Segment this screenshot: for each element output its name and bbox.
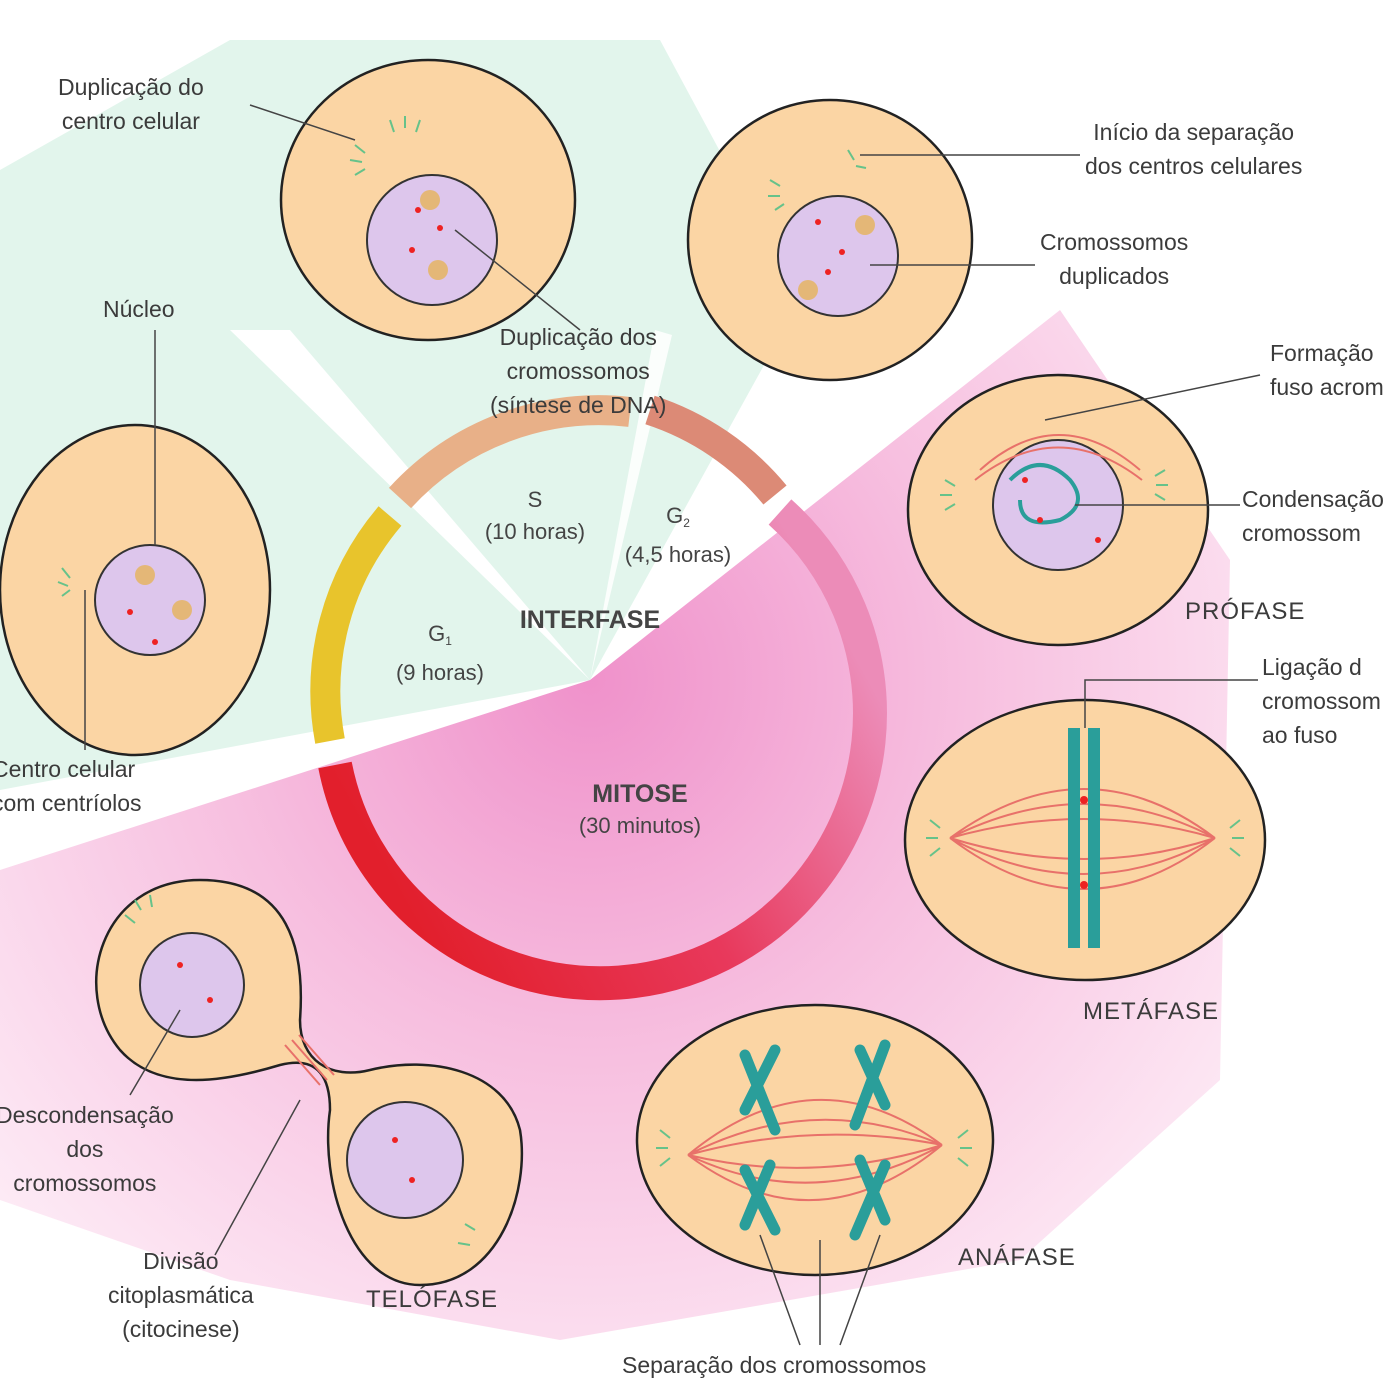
telophase-cell bbox=[95, 878, 524, 1287]
g1-cell bbox=[0, 423, 272, 757]
g1-label: G1 (9 horas) bbox=[395, 621, 485, 685]
mitosis-label: MITOSE (30 minutos) bbox=[578, 780, 702, 838]
s-arc bbox=[388, 395, 632, 509]
metaphase-cell bbox=[903, 698, 1267, 982]
phase-metaphase: METÁFASE bbox=[1083, 998, 1220, 1025]
s-label: S (10 horas) bbox=[484, 487, 586, 544]
g2-cell bbox=[686, 98, 974, 382]
g2-arc bbox=[645, 395, 787, 505]
phase-prophase: PRÓFASE bbox=[1185, 598, 1306, 625]
g2-label: G2 (4,5 horas) bbox=[624, 503, 732, 567]
leader-lines bbox=[84, 104, 1261, 1346]
mitosis-arc bbox=[318, 499, 887, 1001]
interphase-label: INTERFASE bbox=[519, 606, 661, 634]
phase-anaphase: ANÁFASE bbox=[958, 1244, 1076, 1271]
g1-arc bbox=[310, 506, 402, 744]
prophase-cell bbox=[906, 373, 1210, 647]
anaphase-cell bbox=[635, 1003, 995, 1277]
label-separacao: Separação dos cromossomos bbox=[622, 1352, 927, 1378]
phase-telophase: TELÓFASE bbox=[366, 1286, 499, 1313]
label-nucleo: Núcleo bbox=[103, 296, 175, 322]
s-cell bbox=[279, 58, 577, 342]
